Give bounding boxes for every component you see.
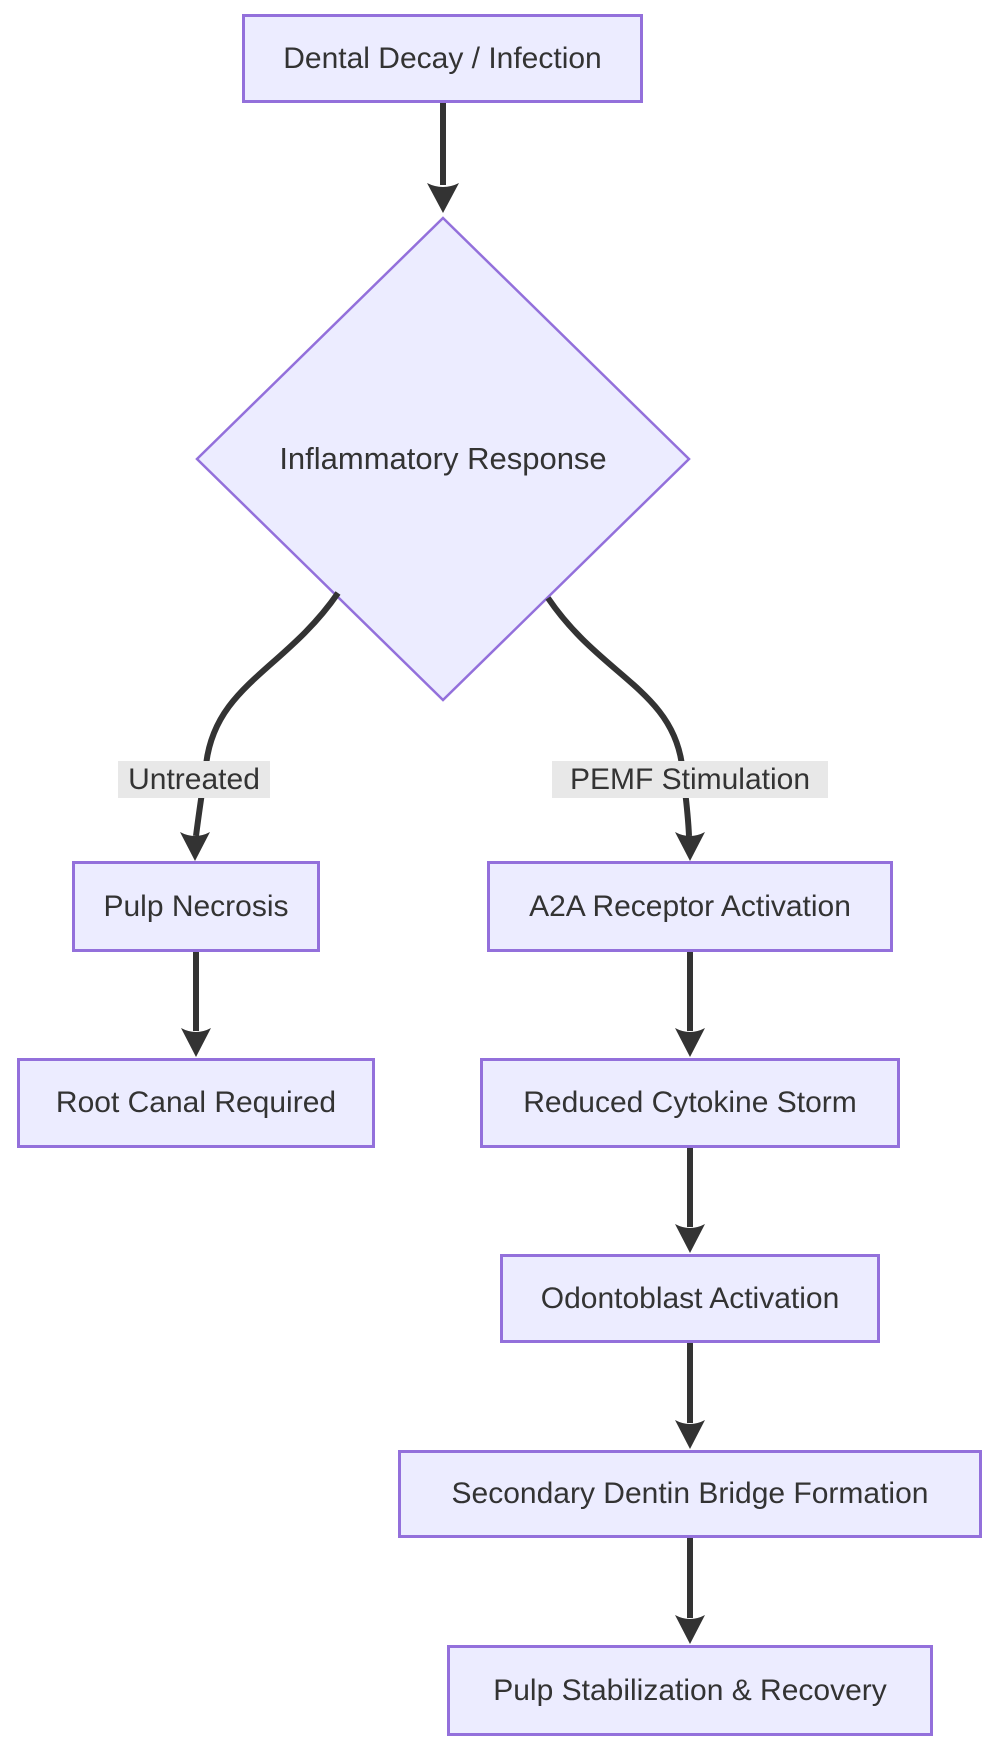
arrowhead-odontoblast-dentin bbox=[675, 1420, 705, 1449]
node-secondary-dentin-bridge-formation: Secondary Dentin Bridge Formation bbox=[398, 1450, 982, 1538]
arrowhead-decision-a2a bbox=[675, 832, 705, 861]
node-reduced-cytokine-storm: Reduced Cytokine Storm bbox=[480, 1058, 900, 1148]
edge-decision-necrosis bbox=[193, 591, 341, 837]
edge-decision-a2a bbox=[545, 596, 692, 837]
node-a2a-receptor-activation: A2A Receptor Activation bbox=[487, 861, 893, 952]
arrowhead-decision-necrosis bbox=[180, 832, 210, 861]
node-inflammatory-response-label: Inflammatory Response bbox=[279, 441, 607, 476]
arrowhead-a2a-cytokine bbox=[675, 1028, 705, 1057]
edge-label-untreated: Untreated bbox=[118, 761, 270, 798]
node-dental-decay-infection: Dental Decay / Infection bbox=[242, 14, 643, 103]
arrowhead-cytokine-odontoblast bbox=[675, 1224, 705, 1253]
arrowhead-start-decision bbox=[427, 183, 459, 213]
node-odontoblast-activation: Odontoblast Activation bbox=[500, 1254, 880, 1343]
node-root-canal-required: Root Canal Required bbox=[17, 1058, 375, 1148]
node-pulp-necrosis: Pulp Necrosis bbox=[72, 861, 320, 952]
arrowhead-dentin-recovery bbox=[675, 1615, 705, 1644]
edge-label-pemf-stimulation: PEMF Stimulation bbox=[552, 761, 828, 798]
node-pulp-stabilization-recovery: Pulp Stabilization & Recovery bbox=[447, 1645, 933, 1736]
decision-diamond-shape bbox=[195, 216, 691, 702]
arrowhead-necrosis-rootcanal bbox=[181, 1028, 211, 1057]
